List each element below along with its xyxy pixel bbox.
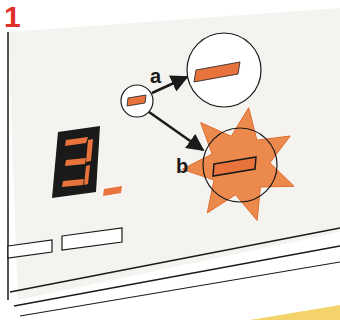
panel-edge <box>7 32 9 300</box>
panel-face <box>8 8 340 300</box>
magnify-circle <box>187 33 261 107</box>
segment-display <box>52 126 100 198</box>
callout-letter: b <box>176 156 188 176</box>
indicator-light <box>127 95 146 106</box>
magnify-circle <box>203 128 277 202</box>
base-strip <box>250 305 340 320</box>
button <box>62 228 122 250</box>
indicator-light <box>103 186 122 196</box>
panel-edge <box>20 262 340 316</box>
magnify-circle <box>121 85 153 117</box>
panel-edge <box>10 228 340 292</box>
step-number: 1 <box>4 2 21 32</box>
flash-burst <box>182 108 294 221</box>
pointer-arrow <box>149 112 203 150</box>
indicator-light <box>194 62 240 82</box>
callout-letter: a <box>150 66 161 86</box>
segment-digit <box>62 137 93 187</box>
button <box>8 240 52 258</box>
indicator-light <box>213 157 256 176</box>
panel-edge <box>14 246 340 306</box>
